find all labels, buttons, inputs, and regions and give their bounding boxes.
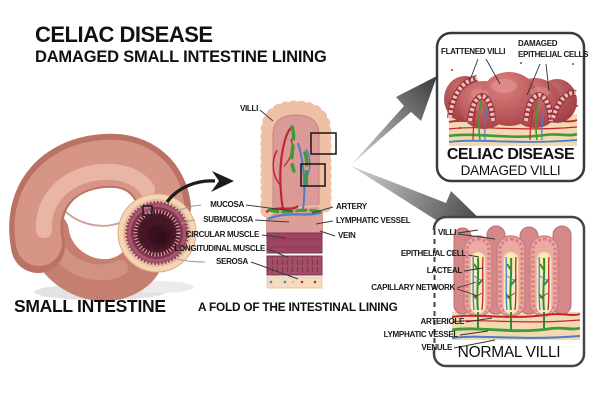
fold-wall-layers <box>266 232 323 289</box>
fold-caption: A FOLD OF THE INTESTINAL LINING <box>198 300 398 314</box>
label-damaged-epithelial-cells: DAMAGED EPITHELIAL CELLS <box>518 39 589 59</box>
arrow-to-damaged-villi <box>352 76 437 164</box>
curved-arrow-icon <box>165 171 234 203</box>
label-circular-muscle: CIRCULAR MUSCLE <box>185 230 260 239</box>
label-lymphatic-vessel: LYMPHATIC VESSEL <box>336 216 411 225</box>
label-venule: VENULE <box>421 343 452 352</box>
fold-leader-lines <box>245 109 336 280</box>
small-intestine-illustration <box>9 133 197 302</box>
base-vessel-bands <box>451 313 581 339</box>
label-villi: VILLI <box>239 104 258 113</box>
crypt-vessels <box>472 99 545 141</box>
page-subtitle: DAMAGED SMALL INTESTINE LINING <box>35 48 327 66</box>
label-submucosa: SUBMUCOSA <box>203 215 253 224</box>
normal-villi-panel <box>430 215 586 368</box>
damaged-villi-panel <box>435 31 586 183</box>
label-lacteal: LACTEAL <box>426 266 463 275</box>
magnified-region-marker <box>142 205 153 216</box>
label-capillary-network: CAPILLARY NETWORK <box>371 283 455 292</box>
magnified-region-marker-bottom <box>300 163 326 187</box>
small-intestine-label: SMALL INTESTINE <box>14 296 166 316</box>
intestine-cross-section <box>117 193 197 273</box>
normal-box-leader-lines <box>453 229 496 349</box>
damaged-box-leader-lines <box>469 58 550 96</box>
front-villi <box>463 235 559 330</box>
label-epithelial-cell: EPITHELIAL CELL <box>400 249 466 258</box>
label-longitudinal-muscle: LONGITUDINAL MUSCLE <box>174 244 265 253</box>
label-vein: VEIN <box>338 231 356 240</box>
epithelial-cell-rows <box>447 75 577 122</box>
label-arteriole: ARTERIOLE <box>420 317 464 326</box>
damage-speckles <box>447 61 579 130</box>
normal-box-caption: NORMAL VILLI <box>457 344 561 361</box>
label-mucosa: MUCOSA <box>210 200 244 209</box>
damaged-box-caption-line2: DAMAGED VILLI <box>460 163 561 178</box>
damaged-box-caption-line1: CELIAC DISEASE <box>446 146 575 163</box>
label-serosa: SEROSA <box>216 257 248 266</box>
magnified-region-marker-top <box>310 132 337 155</box>
label-flattened-villi: FLATTENED VILLI <box>441 47 506 56</box>
label-lymphatic-vessel-normal: LYMPHATIC VESSEL <box>383 330 459 339</box>
label-normal-villi: VILLI <box>437 228 456 237</box>
label-artery: ARTERY <box>336 202 367 211</box>
fold-illustration <box>260 100 337 289</box>
page-title: CELIAC DISEASE <box>35 22 213 47</box>
fold-vessels <box>265 125 323 221</box>
cross-section-leader-lines <box>175 204 206 263</box>
